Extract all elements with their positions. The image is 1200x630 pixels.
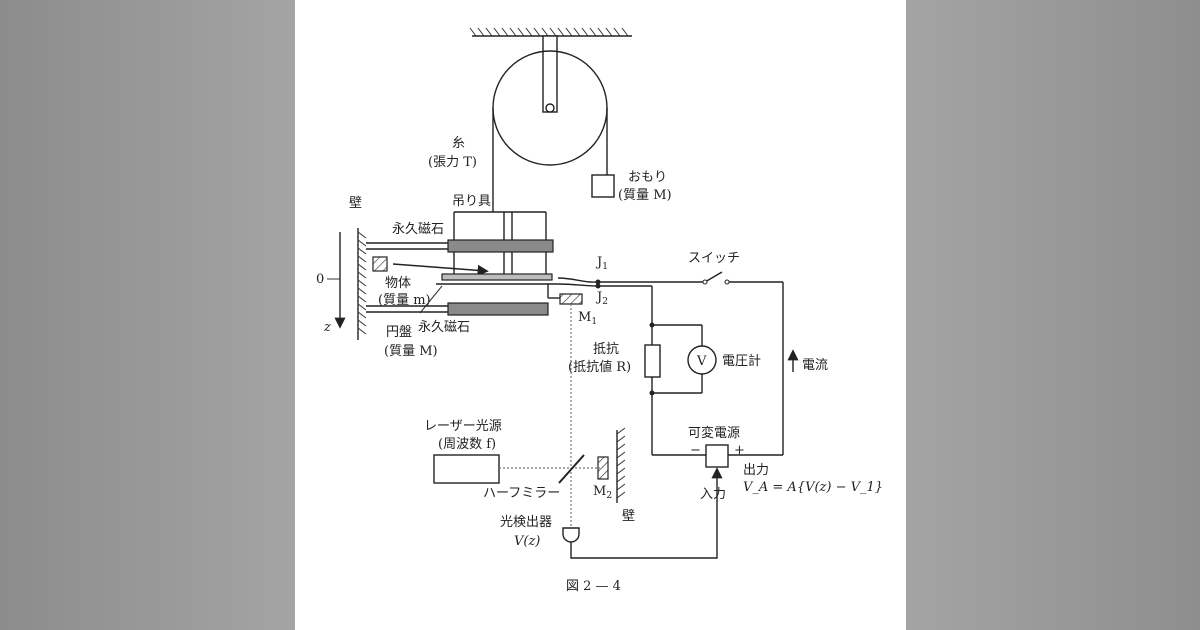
disk-label: 円盤: [386, 325, 412, 340]
j2-label: J2: [595, 290, 608, 307]
tension-label: (張力 T): [428, 155, 477, 170]
input-label: 入力: [700, 487, 726, 502]
variable-power-supply: [705, 444, 729, 468]
disk: [441, 273, 553, 281]
minus-label: −: [690, 443, 701, 458]
variable-power-label: 可変電源: [688, 425, 740, 441]
m1-label: M1: [578, 310, 597, 327]
z-axis-label: z: [323, 320, 331, 335]
object-label: 物体: [385, 276, 411, 291]
plus-label: +: [734, 443, 745, 458]
mirror-m2: [597, 456, 609, 480]
weight-label: おもり: [628, 170, 667, 185]
wall-bottom-label: 壁: [622, 509, 635, 524]
string-label: 糸: [452, 136, 465, 151]
signal-wire: [570, 467, 723, 559]
permanent-magnet-top: [447, 239, 554, 253]
resistance-label: (抵抗値 R): [568, 359, 631, 375]
weight-mass-label: (質量 M): [618, 188, 672, 203]
wall-left-label: 壁: [349, 196, 362, 211]
half-mirror: [558, 454, 585, 484]
m2-label: M2: [593, 484, 612, 501]
pulley: [492, 35, 608, 166]
detector-label: 光検出器: [500, 515, 552, 530]
origin-label: 0: [316, 272, 324, 287]
ceiling: [469, 27, 632, 37]
permanent-magnet-bottom: [447, 302, 549, 316]
resistor-label: 抵抗: [593, 342, 619, 357]
object-mass-label: (質量 m): [378, 293, 431, 308]
switch-label: スイッチ: [688, 251, 740, 266]
paper-sheet: [295, 0, 906, 630]
hanger-label: 吊り具: [452, 194, 491, 209]
voltmeter-symbol: V: [696, 354, 707, 369]
voltmeter-label: 電圧計: [722, 353, 761, 369]
wire-j2: [557, 283, 597, 287]
wall-left: [357, 228, 367, 340]
photodetector: [562, 527, 580, 543]
object-arrow: [392, 263, 489, 276]
counterweight: [591, 174, 615, 198]
background-right: [906, 0, 1200, 630]
object: [372, 256, 388, 272]
formula-label: V_A = A{V(z) − V_1}: [743, 480, 883, 495]
switch-lever: [704, 271, 723, 283]
wall-bottom: [616, 427, 626, 503]
mirror-m1: [559, 293, 583, 305]
laser-source: [433, 454, 500, 484]
wire-j1: [557, 277, 597, 283]
background-left: [0, 0, 295, 630]
magnet-bottom-label: 永久磁石: [418, 320, 470, 335]
laser-freq-label: (周波数 f): [438, 437, 496, 452]
resistor: [644, 344, 661, 378]
disk-mass-label: (質量 M): [384, 344, 438, 359]
laser-label: レーザー光源: [424, 419, 502, 434]
half-mirror-label: ハーフミラー: [483, 486, 560, 501]
magnet-top-label: 永久磁石: [392, 222, 444, 237]
figure-caption: 図 2 — 4: [566, 579, 621, 594]
detector-v-label: V(z): [514, 534, 540, 549]
output-label: 出力: [743, 463, 769, 478]
current-label: 電流: [802, 358, 828, 373]
j1-label: J1: [595, 255, 608, 272]
